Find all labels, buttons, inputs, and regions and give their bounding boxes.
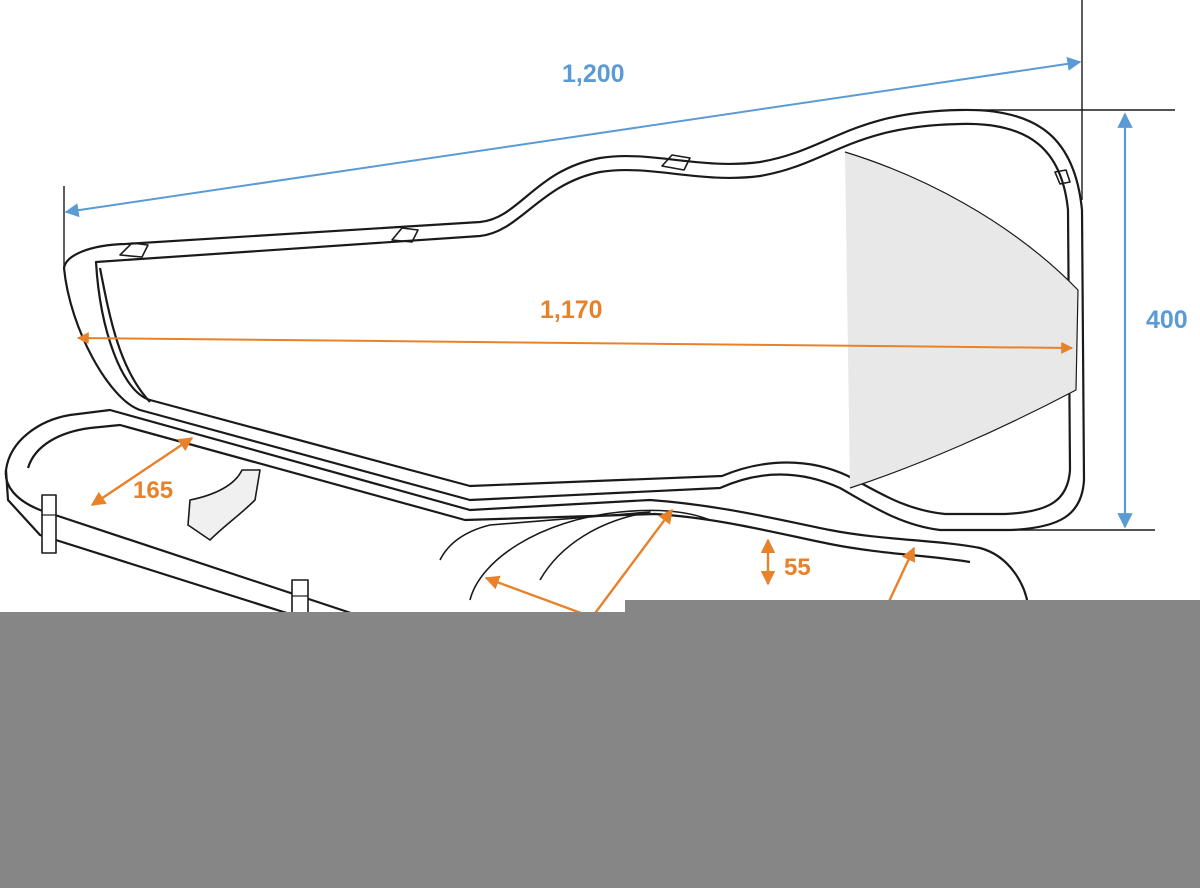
partial-arrow-3 [883, 546, 916, 611]
base-neck-block [187, 469, 261, 541]
latch-2 [291, 579, 309, 617]
lid-shading-right [844, 151, 1079, 489]
overlay-main [0, 612, 1200, 888]
dimension-overall-height: 400 [1117, 112, 1188, 529]
interior-length-label: 1,170 [540, 296, 603, 324]
base-left-rim [4, 469, 373, 642]
base-inner-channel [439, 511, 651, 581]
lid-hinge-1 [119, 242, 149, 258]
interior-width-label: 165 [133, 477, 173, 504]
base-body-bout [469, 509, 711, 601]
partial-arrow-2 [589, 508, 673, 621]
interior-length-arrow [76, 332, 1074, 354]
overall-length-label: 1,200 [562, 60, 625, 88]
dimension-depth: 55 [760, 538, 811, 586]
base-inner-outline [26, 423, 971, 564]
lid-hinge-3 [661, 154, 691, 171]
overall-height-label: 400 [1146, 306, 1188, 334]
dimension-interior-length: 1,170 [76, 296, 1074, 354]
dimension-interior-width: 165 [90, 437, 194, 506]
overlay-small-step [625, 600, 1200, 614]
depth-label: 55 [784, 554, 811, 581]
overall-length-arrow [64, 56, 1082, 218]
occluding-overlay [0, 600, 1200, 888]
lid-hinge-2 [391, 227, 419, 243]
interior-width-arrow [90, 437, 194, 506]
latch-1 [41, 494, 57, 554]
dimension-overall-length: 1,200 [64, 56, 1082, 218]
